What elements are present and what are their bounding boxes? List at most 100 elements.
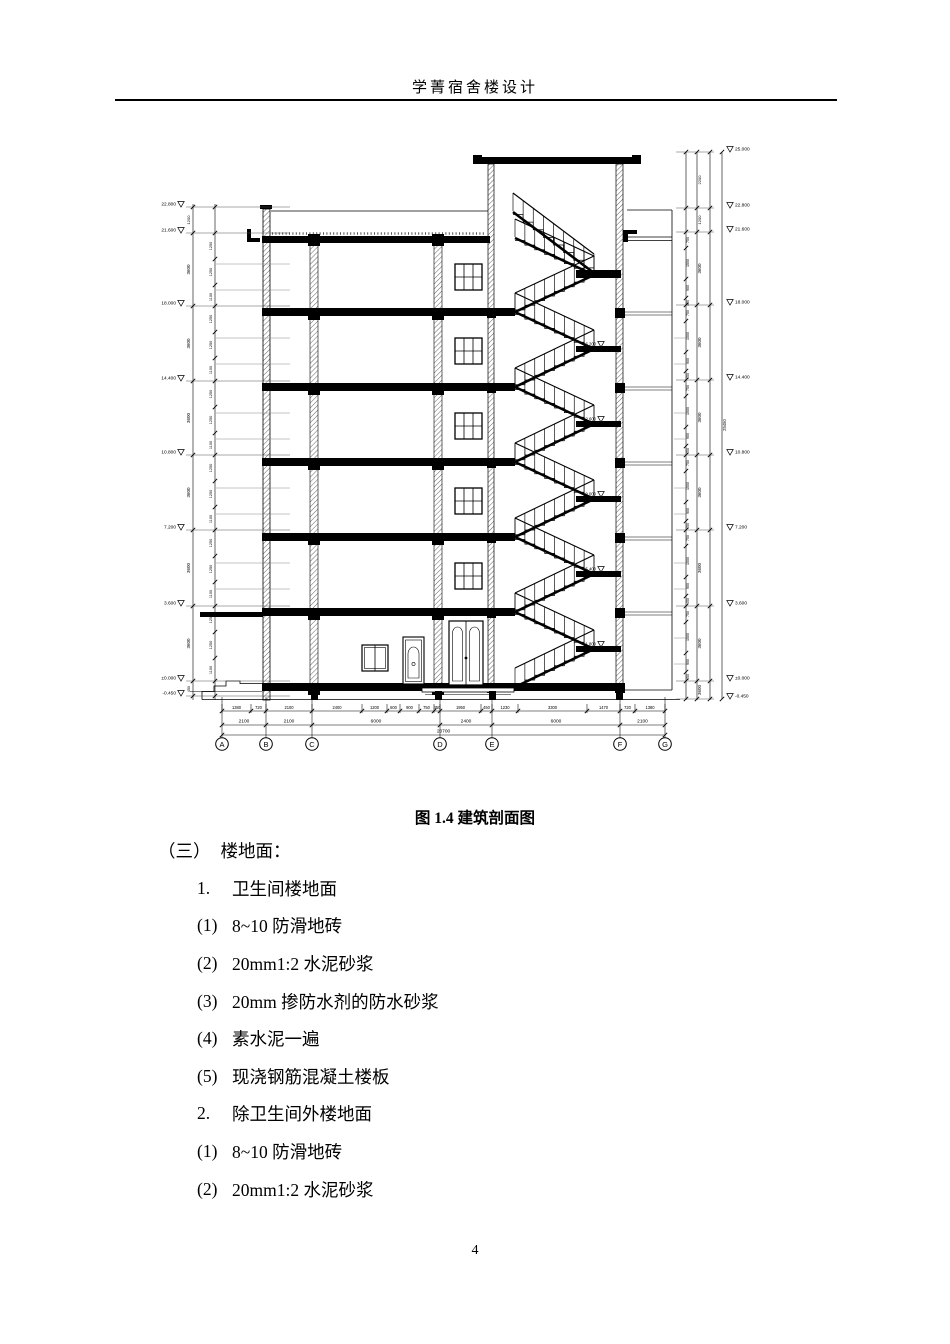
svg-text:1250: 1250	[209, 268, 213, 276]
list-text: 卫生间楼地面	[232, 878, 337, 899]
svg-text:3600: 3600	[697, 684, 702, 695]
svg-text:F: F	[618, 740, 623, 749]
svg-text:-0.450: -0.450	[162, 691, 176, 697]
svg-text:18.000: 18.000	[735, 300, 750, 306]
svg-text:3600: 3600	[186, 638, 191, 649]
svg-text:1500: 1500	[686, 332, 690, 340]
grid-bubble: G	[658, 737, 672, 751]
list-marker: 2.	[197, 1103, 211, 1124]
grid-bubble: B	[259, 737, 273, 751]
svg-text:900: 900	[406, 705, 414, 710]
svg-text:2100: 2100	[284, 719, 295, 725]
svg-text:450: 450	[686, 300, 690, 306]
svg-text:3600: 3600	[697, 562, 702, 573]
svg-text:750: 750	[686, 611, 690, 617]
svg-text:21.600: 21.600	[735, 227, 750, 233]
svg-text:1250: 1250	[209, 641, 213, 649]
svg-text:10.800: 10.800	[735, 450, 750, 456]
svg-text:1500: 1500	[686, 633, 690, 641]
svg-text:18.000: 18.000	[161, 301, 176, 307]
svg-text:1500: 1500	[686, 259, 690, 267]
svg-text:1380: 1380	[645, 705, 655, 710]
svg-text:21.600: 21.600	[161, 228, 176, 234]
spec-list: （三）楼地面：1.卫生间楼地面(1)8~10 防滑地砖(2)20mm1:2 水泥…	[0, 832, 950, 1208]
svg-text:±0.000: ±0.000	[161, 676, 176, 682]
list-item: (5)现浇钢筋混凝土楼板	[0, 1058, 950, 1096]
svg-text:720: 720	[624, 705, 632, 710]
svg-text:2100: 2100	[637, 719, 648, 725]
list-marker: (3)	[197, 990, 218, 1011]
svg-text:450: 450	[686, 373, 690, 379]
svg-text:2100: 2100	[284, 705, 294, 710]
svg-text:2400: 2400	[461, 719, 472, 725]
svg-text:750: 750	[686, 237, 690, 243]
svg-text:1500: 1500	[686, 557, 690, 565]
svg-text:1250: 1250	[209, 490, 213, 498]
svg-text:7.200: 7.200	[164, 525, 176, 531]
svg-text:1500: 1500	[686, 482, 690, 490]
svg-text:25450: 25450	[722, 419, 727, 431]
svg-text:6000: 6000	[371, 719, 382, 725]
svg-text:1250: 1250	[209, 242, 213, 250]
list-text: 20mm1:2 水泥砂浆	[232, 1179, 374, 1200]
svg-text:1250: 1250	[209, 315, 213, 323]
svg-text:1200: 1200	[697, 215, 702, 225]
svg-text:750: 750	[686, 460, 690, 466]
svg-text:12.600: 12.600	[583, 417, 596, 422]
header-rule	[115, 99, 837, 101]
grid-bubble: D	[433, 737, 447, 751]
svg-text:450: 450	[483, 705, 491, 710]
svg-text:C: C	[309, 740, 315, 749]
list-text: 现浇钢筋混凝土楼板	[232, 1066, 390, 1087]
grid-bubble: A	[215, 737, 229, 751]
svg-text:±0.000: ±0.000	[735, 676, 750, 682]
svg-text:3600: 3600	[186, 412, 191, 423]
svg-text:2200: 2200	[697, 175, 702, 185]
list-text: 楼地面：	[220, 841, 291, 862]
list-marker: (1)	[197, 915, 218, 936]
svg-text:16.200: 16.200	[583, 342, 596, 347]
svg-text:1.800: 1.800	[586, 642, 597, 647]
page-number: 4	[471, 1243, 479, 1258]
list-text: 8~10 防滑地砖	[232, 916, 343, 937]
svg-text:750: 750	[686, 385, 690, 391]
list-item: (2)20mm1:2 水泥砂浆	[0, 1170, 950, 1208]
list-item: (2)20mm1:2 水泥砂浆	[0, 945, 950, 983]
svg-text:1500: 1500	[686, 407, 690, 415]
left-dimension-string: 22.80021.60018.00014.40010.8007.2003.600…	[161, 201, 290, 700]
list-marker: （三）	[158, 841, 211, 862]
svg-text:900: 900	[686, 508, 690, 514]
svg-text:14.400: 14.400	[161, 376, 176, 382]
svg-text:B: B	[263, 740, 268, 749]
svg-text:750: 750	[423, 705, 431, 710]
svg-text:3.600: 3.600	[735, 601, 747, 607]
svg-text:3600: 3600	[697, 487, 702, 498]
list-item: (4)素水泥一遍	[0, 1020, 950, 1058]
svg-text:3600: 3600	[186, 562, 191, 573]
svg-text:900: 900	[686, 358, 690, 364]
svg-text:450: 450	[686, 598, 690, 604]
svg-text:1250: 1250	[209, 341, 213, 349]
svg-text:750: 750	[686, 310, 690, 316]
svg-text:900: 900	[686, 433, 690, 439]
svg-text:7.200: 7.200	[735, 525, 747, 531]
building-structure	[190, 155, 680, 701]
list-item: (1) 8~10 防滑地砖	[0, 907, 950, 945]
svg-text:1250: 1250	[209, 615, 213, 623]
svg-text:5.400: 5.400	[586, 567, 597, 572]
svg-text:720: 720	[255, 705, 263, 710]
svg-text:900: 900	[686, 659, 690, 665]
svg-text:450: 450	[686, 448, 690, 454]
svg-text:1100: 1100	[209, 293, 213, 301]
svg-text:6000: 6000	[551, 719, 562, 725]
svg-text:E: E	[489, 740, 494, 749]
svg-text:1250: 1250	[209, 464, 213, 472]
svg-text:3600: 3600	[186, 264, 191, 275]
svg-text:450: 450	[434, 705, 442, 710]
list-item: 2.除卫生间外楼地面	[0, 1095, 950, 1133]
svg-text:-0.450: -0.450	[735, 694, 749, 700]
svg-text:25.000: 25.000	[735, 147, 750, 153]
svg-text:600: 600	[390, 705, 398, 710]
